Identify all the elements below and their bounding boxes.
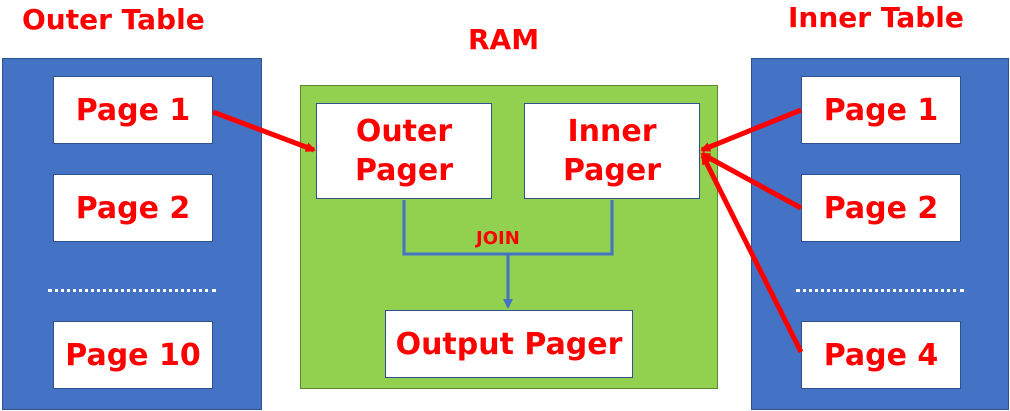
outer-page-1-label: Page 1 [75, 92, 191, 128]
ram-title: RAM [468, 23, 540, 56]
arrow-inner-page4-to-inner-pager [700, 154, 804, 354]
inner-pager-line-1: Inner [567, 114, 657, 149]
outer-page-1: Page 1 [53, 76, 213, 144]
inner-page-2: Page 2 [801, 174, 961, 242]
arrow-inner-page1-to-inner-pager [700, 107, 802, 153]
inner-page-1-label: Page 1 [823, 92, 939, 128]
output-pager: Output Pager [385, 310, 633, 378]
outer-page-2: Page 2 [53, 174, 213, 242]
arrow-inner-page2-to-inner-pager [700, 151, 803, 211]
arrow-outer-page1-to-outer-pager [212, 109, 316, 153]
outer-page-10-label: Page 10 [65, 337, 201, 373]
inner-page-4: Page 4 [801, 321, 961, 389]
outer-page-2-label: Page 2 [75, 190, 191, 226]
inner-pager: Inner Pager [524, 103, 700, 199]
inner-pager-line-2: Pager [562, 153, 662, 188]
outer-pager-line-2: Pager [354, 153, 454, 188]
inner-table-title: Inner Table [788, 1, 964, 34]
inner-page-1: Page 1 [801, 76, 961, 144]
outer-pager-line-1: Outer [355, 114, 453, 149]
inner-page-2-label: Page 2 [823, 190, 939, 226]
join-label: JOIN [476, 228, 520, 249]
outer-page-10: Page 10 [53, 321, 213, 389]
inner-page-4-label: Page 4 [823, 337, 939, 373]
outer-pager: Outer Pager [316, 103, 492, 199]
output-pager-label: Output Pager [395, 326, 623, 362]
join-connector [402, 200, 614, 256]
outer-ellipsis-divider [48, 289, 216, 292]
inner-ellipsis-divider [796, 289, 964, 292]
outer-table-title: Outer Table [22, 3, 205, 36]
